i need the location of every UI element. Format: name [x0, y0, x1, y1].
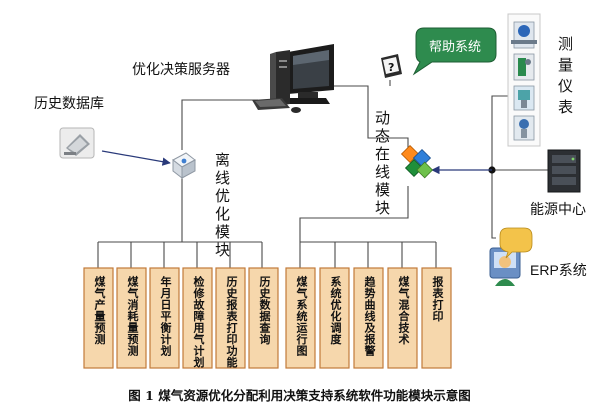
function-box-frame: [248, 267, 279, 369]
function-box-frame: [215, 267, 246, 369]
function-box[interactable]: 煤气消耗量预测: [116, 267, 147, 369]
function-box-label: 年月日平衡计划: [159, 275, 173, 357]
function-box-label: 历史数据查询: [258, 276, 271, 346]
function-box-frame: [353, 267, 384, 369]
function-box[interactable]: 系统优化调度: [319, 267, 350, 369]
meters-link: [491, 95, 512, 170]
server-computer-icon: [252, 44, 334, 113]
server-offline-link: [181, 99, 258, 150]
function-box[interactable]: 报表打印: [421, 267, 452, 369]
function-box-frame: [387, 267, 418, 369]
offline-module-label: 离线优化模块: [213, 152, 231, 260]
erp-label: ERP系统: [530, 262, 587, 278]
help-speech-bubble[interactable]: 帮助系统: [412, 27, 497, 76]
function-box-label: 煤气系统运行图: [295, 275, 309, 357]
pressure-gauge-icon: [513, 53, 535, 81]
connector-lines: [97, 80, 548, 268]
function-box-frame: [285, 267, 316, 369]
function-box-label: 报表打印: [431, 275, 445, 323]
function-box-label: 煤气混合技术: [397, 275, 411, 346]
online-function-list: 煤气系统运行图 系统优化调度 趋势曲线及报警 煤气混合技术 报表打印: [285, 267, 452, 369]
function-box-label: 煤气产量预测: [93, 275, 107, 346]
sensor-icon: [513, 115, 535, 141]
function-box-frame: [83, 267, 114, 369]
erp-link: [491, 170, 496, 239]
function-box[interactable]: 历史数据查询: [248, 267, 279, 369]
history-to-offline-arrow: [101, 150, 171, 166]
function-box-frame: [421, 267, 452, 369]
energy-center-label: 能源中心: [530, 202, 586, 218]
function-box-frame: [116, 267, 147, 369]
database-icon: [59, 127, 95, 159]
online-module-label: 动态在线模块: [373, 110, 391, 218]
history-db-label: 历史数据库: [34, 96, 104, 112]
function-box[interactable]: 煤气系统运行图: [285, 267, 316, 369]
svg-text:?: ?: [388, 61, 394, 74]
function-box-frame: [182, 267, 213, 369]
energy-center-server-icon: [547, 149, 581, 193]
meters-panel: [507, 13, 541, 147]
function-box-frame: [149, 267, 180, 369]
function-box[interactable]: 趋势曲线及报警: [353, 267, 384, 369]
function-box-frame: [319, 267, 350, 369]
flow-meter-icon: [511, 21, 537, 49]
function-box[interactable]: 煤气产量预测: [83, 267, 114, 369]
function-box-label: 煤气消耗量预测: [126, 275, 140, 357]
function-box[interactable]: 历史报表打印功能: [215, 267, 246, 369]
online-stem: [299, 186, 409, 242]
server-online-link: [330, 85, 409, 148]
erp-user-icon: [489, 227, 533, 286]
offline-function-list: 煤气产量预测 煤气消耗量预测 年月日平衡计划 检修故障用气计划 历史报表打印功能 历史数据…: [83, 267, 279, 369]
help-book-icon: ?: [381, 54, 402, 78]
transmitter-icon: [513, 85, 535, 111]
function-box[interactable]: 煤气混合技术: [387, 267, 418, 369]
figure-caption: 图 1 煤气资源优化分配利用决策支持系统软件功能模块示意图: [128, 388, 470, 403]
help-system-label: 帮助系统: [429, 40, 481, 55]
server-label: 优化决策服务器: [132, 61, 230, 78]
function-box-label: 系统优化调度: [329, 275, 342, 346]
function-box-label: 趋势曲线及报警: [363, 275, 377, 357]
function-box-label: 历史报表打印功能: [225, 276, 239, 369]
function-box[interactable]: 检修故障用气计划: [182, 267, 213, 369]
online-module-icon[interactable]: [400, 144, 434, 179]
function-box[interactable]: 年月日平衡计划: [149, 267, 180, 369]
offline-module-icon[interactable]: [172, 152, 196, 180]
function-box-label: 检修故障用气计划: [192, 275, 206, 369]
meters-label: 测量仪表: [556, 36, 574, 120]
